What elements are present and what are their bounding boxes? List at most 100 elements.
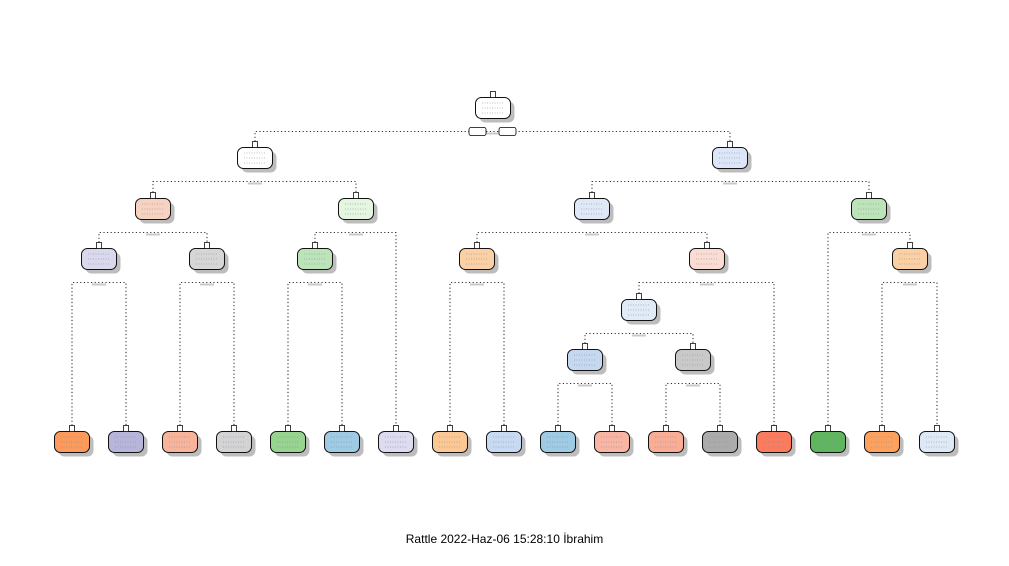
tree-edge: [152, 180, 357, 193]
split-node: [712, 141, 752, 173]
node-number-tab: [312, 242, 318, 249]
node-number-tab: [69, 425, 75, 432]
split-label-mark: [308, 283, 322, 286]
split-label-mark: [470, 283, 484, 286]
node-number-tab: [582, 343, 588, 350]
tree-edge: [287, 281, 343, 426]
tree-edge: [314, 231, 397, 426]
node-number-tab: [474, 242, 480, 249]
leaf-node: [270, 425, 310, 457]
split-label-mark: [585, 233, 599, 236]
leaf-node: [432, 425, 472, 457]
node-number-tab: [150, 192, 156, 199]
split-node: [459, 242, 499, 274]
split-label-mark: [146, 233, 160, 236]
node-number-tab: [252, 141, 258, 148]
tree-edge: [827, 231, 911, 426]
node-number-tab: [690, 343, 696, 350]
node-number-tab: [339, 425, 345, 432]
node-number-tab: [393, 425, 399, 432]
split-node: [675, 343, 715, 375]
leaf-node: [919, 425, 959, 457]
root-split-box-left: [468, 127, 487, 136]
leaf-node: [108, 425, 148, 457]
node-number-tab: [555, 425, 561, 432]
split-label-mark: [903, 283, 917, 286]
node-number-tab: [447, 425, 453, 432]
split-node: [621, 293, 661, 325]
diagram-caption: Rattle 2022-Haz-06 15:28:10 İbrahim: [405, 532, 604, 546]
node-number-tab: [704, 242, 710, 249]
leaf-node: [756, 425, 796, 457]
leaf-node: [864, 425, 904, 457]
split-label-mark: [862, 233, 876, 236]
split-label-mark: [632, 334, 646, 337]
tree-edge: [449, 281, 505, 426]
tree-edge: [557, 382, 613, 426]
leaf-node: [162, 425, 202, 457]
node-number-tab: [907, 242, 913, 249]
split-node: [237, 141, 277, 173]
split-node: [338, 192, 378, 224]
leaf-node: [594, 425, 634, 457]
node-number-tab: [490, 91, 496, 98]
node-number-tab: [285, 425, 291, 432]
node-number-tab: [204, 242, 210, 249]
leaf-node: [648, 425, 688, 457]
node-number-tab: [636, 293, 642, 300]
split-node: [297, 242, 337, 274]
tree-edge: [881, 281, 938, 426]
node-number-tab: [501, 425, 507, 432]
node-number-tab: [717, 425, 723, 432]
tree-edges: [71, 130, 938, 426]
node-number-tab: [589, 192, 595, 199]
node-number-tab: [879, 425, 885, 432]
node-number-tab: [609, 425, 615, 432]
split-node: [135, 192, 175, 224]
tree-edge: [476, 231, 708, 243]
split-label-mark: [578, 384, 592, 387]
root-split-box-right: [498, 127, 517, 136]
leaf-node: [216, 425, 256, 457]
node-number-tab: [866, 192, 872, 199]
split-label-mark: [686, 384, 700, 387]
leaf-node: [54, 425, 94, 457]
split-label-mark: [723, 182, 737, 185]
leaf-node: [486, 425, 526, 457]
leaf-node: [540, 425, 580, 457]
leaf-node: [702, 425, 742, 457]
tree-edge: [179, 281, 235, 426]
node-number-tab: [771, 425, 777, 432]
split-label-mark: [486, 132, 500, 135]
tree-edge: [98, 231, 208, 243]
split-label-mark: [700, 283, 714, 286]
split-node: [475, 91, 515, 123]
node-number-tab: [353, 192, 359, 199]
node-number-tab: [825, 425, 831, 432]
node-number-tab: [177, 425, 183, 432]
node-number-tab: [231, 425, 237, 432]
tree-edge: [254, 130, 731, 142]
node-number-tab: [934, 425, 940, 432]
split-node: [567, 343, 607, 375]
split-node: [851, 192, 891, 224]
node-number-tab: [123, 425, 129, 432]
root-split-boxes: [468, 127, 517, 136]
split-label-mark: [200, 283, 214, 286]
split-node: [189, 242, 229, 274]
split-node: [689, 242, 729, 274]
split-label-mark: [349, 233, 363, 236]
leaf-node: [378, 425, 418, 457]
leaf-node: [324, 425, 364, 457]
split-node: [574, 192, 614, 224]
tree-edge: [665, 382, 721, 426]
split-label-mark: [248, 182, 262, 185]
tree-edge: [584, 332, 694, 344]
tree-nodes: [54, 91, 959, 457]
split-node: [81, 242, 121, 274]
node-number-tab: [727, 141, 733, 148]
split-label-mark: [92, 283, 106, 286]
node-number-tab: [663, 425, 669, 432]
node-number-tab: [96, 242, 102, 249]
